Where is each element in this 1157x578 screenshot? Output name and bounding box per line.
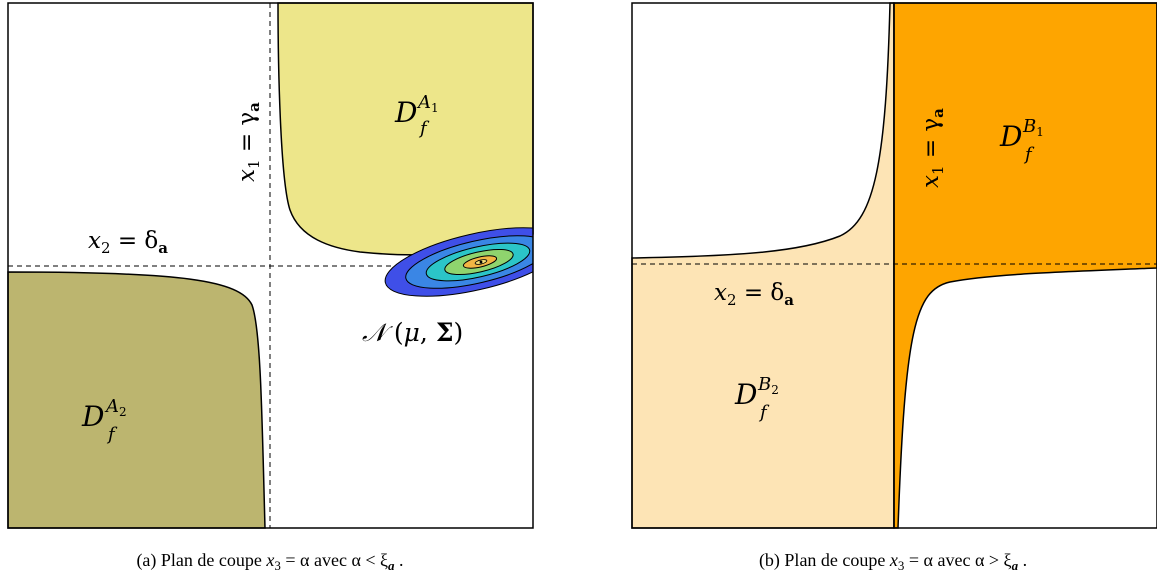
svg-text:A2: A2 (104, 396, 127, 419)
svg-text:D: D (999, 120, 1022, 153)
label-gaussian: 𝒩 (μ, Σ) (362, 318, 463, 347)
gaussian-contours (384, 227, 533, 297)
panel-b: x1 = γa x2 = δa D B1 f D B2 f (b) Plan d… (631, 2, 1157, 573)
svg-text:D: D (81, 400, 104, 433)
svg-text:A1: A1 (416, 92, 439, 115)
region-a2-shape (7, 271, 266, 529)
panel-a-frame (7, 2, 534, 529)
svg-text:D: D (394, 96, 417, 129)
region-b1-shape (893, 2, 1157, 529)
caption-a: (a) Plan de coupe x3 = α avec α < ξa . (136, 550, 403, 573)
label-region-b1: D B1 f (999, 116, 1044, 165)
label-x2-delta-b: x2 = δa (714, 280, 794, 309)
label-region-a1: D A1 f (394, 92, 439, 139)
caption-b: (b) Plan de coupe x3 = α avec α > ξa . (759, 550, 1027, 573)
label-x1-gamma-b: x1 = γa (918, 108, 947, 188)
label-x1-gamma-a: x1 = γa (234, 102, 263, 182)
panel-a: x1 = γa x2 = δa D A1 f D A2 f 𝒩 (μ, Σ) (… (7, 2, 534, 573)
region-b2-shape (631, 2, 895, 529)
label-region-b2: D B2 f (734, 374, 779, 423)
svg-text:B1: B1 (1022, 116, 1044, 139)
label-x2-delta-a: x2 = δa (88, 228, 168, 257)
svg-text:B2: B2 (757, 374, 779, 397)
svg-text:D: D (734, 378, 757, 411)
panel-b-frame (631, 2, 1157, 529)
mean-point (479, 260, 483, 264)
